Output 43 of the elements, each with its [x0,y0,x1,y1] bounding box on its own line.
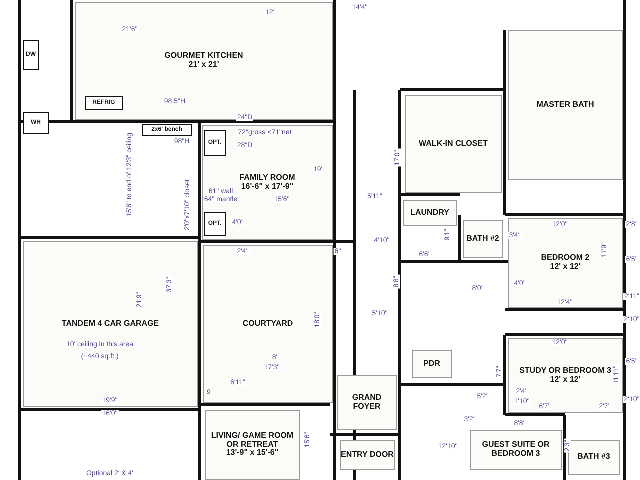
room-name: MASTER BATH [536,100,594,110]
room-area [23,241,198,407]
room-size: 13'-9" x 15'-6" [226,449,279,458]
room-area [508,338,623,413]
room-size: 12' x 12' [550,376,581,384]
room-name: GRAND FOYER [351,394,383,412]
room-area [75,2,333,120]
room-size: 21' x 21' [188,61,220,70]
room-name: LAUNDRY [410,208,450,218]
room-size: 12' x 12' [550,263,581,272]
room-name: COURTYARD [242,320,294,328]
room-name: STUDY OR BEDROOM 3 [520,366,612,376]
room-area [205,410,300,480]
room-name: BATH #3 [578,453,610,462]
room-name: TANDEM 4 CAR GARAGE [62,320,160,328]
room-name: WALK-IN CLOSET [419,140,488,148]
room-area [412,350,452,378]
fixture-box [85,96,123,110]
room-name: ENTRY DOOR [341,450,394,460]
room-name: LIVING/ GAME ROOM OR RETREAT [210,432,295,449]
room-area [340,440,395,470]
room-area [337,375,397,430]
room-name: BATH #2 [466,234,500,244]
room-name: GUEST SUITE OR BEDROOM 3 [481,441,551,459]
fixture-box [204,130,226,156]
room-area [508,218,623,308]
fixture-box [142,124,192,136]
room-name: FAMILY ROOM [240,174,296,182]
fixture-box [204,212,226,236]
room-area [508,30,623,180]
room-area [470,430,562,470]
room-area [568,440,620,475]
room-area [202,125,333,240]
fixture-box [23,40,39,70]
room-area [405,95,502,193]
room-name: PDR [424,360,440,368]
room-name: GOURMET KITCHEN [164,52,244,61]
room-name: BEDROOM 2 [541,254,590,263]
room-area [463,220,503,258]
fixture-box [23,112,49,134]
room-area [403,200,457,226]
room-area [203,245,333,403]
room-size: 16'-6" x 17'-9" [241,182,294,192]
